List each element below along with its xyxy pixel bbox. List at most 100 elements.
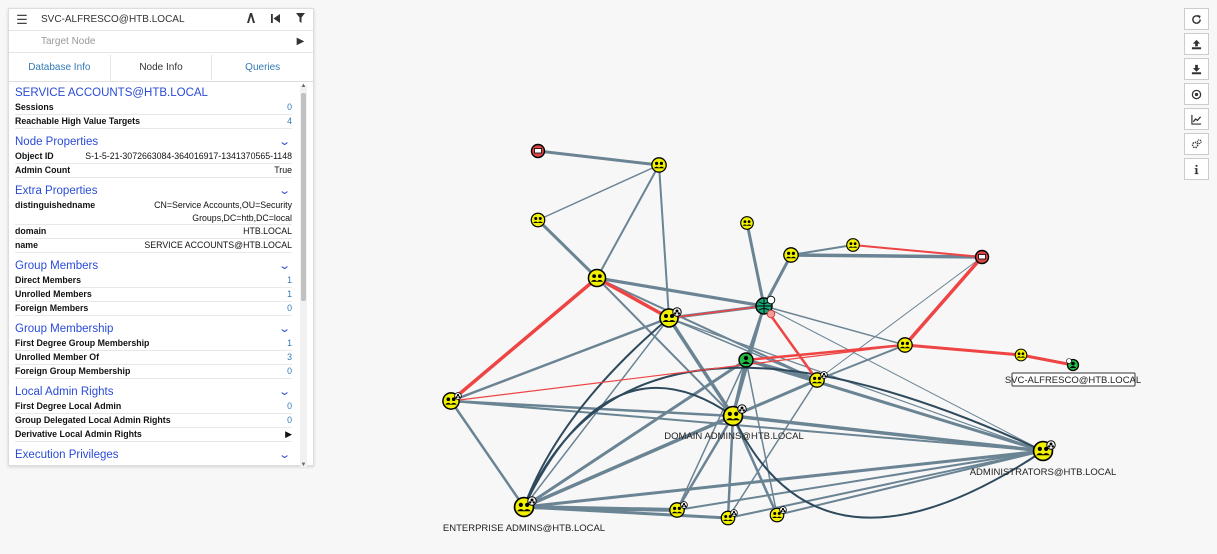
- tab-node-info[interactable]: Node Info: [110, 55, 213, 81]
- section-local-admin-rights[interactable]: Local Admin Rights ⌄: [15, 385, 292, 399]
- info-key: Foreign Group Membership: [15, 366, 131, 376]
- info-key: Foreign Members: [15, 303, 89, 313]
- info-value[interactable]: 0: [287, 102, 292, 112]
- info-key: Object ID: [15, 151, 54, 161]
- start-node-input[interactable]: SVC-ALFRESCO@HTB.LOCAL: [41, 13, 185, 25]
- play-icon[interactable]: ▶: [285, 429, 292, 439]
- domain-node[interactable]: [755, 295, 776, 319]
- section-title: Node Properties: [15, 135, 99, 148]
- graph-nodes[interactable]: [442, 143, 1080, 526]
- administrators-label: ADMINISTRATORS@HTB.LOCAL: [970, 467, 1117, 478]
- filter-icon[interactable]: [288, 13, 313, 26]
- chevron-down-icon[interactable]: ⌄: [277, 449, 291, 461]
- info-value[interactable]: 1: [287, 275, 292, 285]
- info-key: Admin Count: [15, 165, 71, 175]
- info-row: Foreign Group Membership 0: [15, 365, 292, 379]
- group-badge-icon: [672, 307, 682, 317]
- scroll-down-icon[interactable]: ▼: [300, 462, 307, 468]
- group-node[interactable]: [846, 238, 860, 252]
- scroll-up-icon[interactable]: ▲: [300, 83, 307, 89]
- section-extra-properties[interactable]: Extra Properties ⌄: [15, 184, 292, 198]
- info-value[interactable]: 4: [287, 116, 292, 126]
- domain-admins-label: DOMAIN ADMINS@HTB.LOCAL: [664, 431, 804, 442]
- section-title: Execution Privileges: [15, 448, 119, 461]
- upload-icon: [1191, 39, 1202, 49]
- group-node[interactable]: [783, 247, 799, 263]
- info-value[interactable]: 0: [287, 366, 292, 376]
- chevron-down-icon[interactable]: ⌄: [277, 323, 291, 335]
- upload-button[interactable]: [1184, 33, 1209, 55]
- play-icon[interactable]: ▶: [296, 36, 305, 47]
- computer-node[interactable]: [974, 249, 990, 265]
- pathfinding-icon[interactable]: [238, 13, 263, 26]
- computer-node[interactable]: [530, 143, 546, 159]
- info-value[interactable]: 0: [287, 401, 292, 411]
- chevron-down-icon[interactable]: ⌄: [277, 136, 291, 148]
- start-node-row: ☰ SVC-ALFRESCO@HTB.LOCAL: [9, 9, 313, 31]
- info-key: distinguishedname: [15, 200, 96, 210]
- info-row: First Degree Group Membership 1: [15, 337, 292, 351]
- target-node-input[interactable]: Target Node: [41, 35, 96, 47]
- info-row: Reachable High Value Targets 4: [15, 115, 292, 129]
- tab-queries[interactable]: Queries: [245, 62, 281, 73]
- info-row: Object ID S-1-5-21-3072663084-364016917-…: [15, 150, 292, 164]
- group-node[interactable]: [1014, 348, 1028, 362]
- user-node[interactable]: [738, 352, 754, 368]
- section-title: Group Members: [15, 259, 99, 272]
- group-badge-icon: [454, 392, 462, 400]
- node-info-panel: ☰ SVC-ALFRESCO@HTB.LOCAL Target Node ▶ D…: [8, 8, 314, 468]
- enterprise-admins-label: ENTERPRISE ADMINS@HTB.LOCAL: [443, 523, 605, 534]
- section-title: Extra Properties: [15, 184, 98, 197]
- info-button[interactable]: [1184, 158, 1209, 180]
- info-row: Foreign Members 0: [15, 302, 292, 316]
- info-value[interactable]: 0: [287, 303, 292, 313]
- info-row: Unrolled Member Of 3: [15, 351, 292, 365]
- menu-icon[interactable]: ☰: [16, 11, 28, 27]
- panel-tabs: Database Info Node Info Queries: [9, 55, 313, 82]
- group-node[interactable]: [651, 157, 667, 173]
- info-value[interactable]: 1: [287, 338, 292, 348]
- info-row: domain HTB.LOCAL: [15, 225, 292, 239]
- group-node[interactable]: [897, 337, 913, 353]
- info-key: First Degree Group Membership: [15, 338, 150, 348]
- group-badge-icon: [527, 496, 537, 506]
- info-value: S-1-5-21-3072663084-364016917-1341370565…: [85, 151, 292, 161]
- stats-button[interactable]: [1184, 108, 1209, 130]
- info-key: Sessions: [15, 102, 54, 112]
- group-badge-icon: [737, 404, 747, 414]
- chevron-down-icon[interactable]: ⌄: [277, 185, 291, 197]
- info-value[interactable]: 1: [287, 289, 292, 299]
- info-value: CN=Service Accounts,OU=Security Groups,D…: [154, 200, 292, 223]
- group-node[interactable]: [740, 216, 754, 230]
- section-execution-privileges[interactable]: Execution Privileges ⌄: [15, 448, 292, 462]
- info-value[interactable]: 0: [287, 415, 292, 425]
- group-node[interactable]: [587, 268, 607, 288]
- section-group-members[interactable]: Group Members ⌄: [15, 259, 292, 273]
- section-title: Local Admin Rights: [15, 385, 114, 398]
- tab-database-info[interactable]: Database Info: [9, 55, 111, 81]
- group-node[interactable]: [530, 212, 546, 228]
- chevron-down-icon[interactable]: ⌄: [277, 260, 291, 272]
- scroll-thumb[interactable]: [301, 93, 306, 301]
- svc-alfresco-node[interactable]: [1066, 358, 1080, 372]
- download-button[interactable]: [1184, 58, 1209, 80]
- section-node-properties[interactable]: Node Properties ⌄: [15, 135, 292, 149]
- info-key: Direct Members: [15, 275, 82, 285]
- center-button[interactable]: [1184, 83, 1209, 105]
- info-key: Unrolled Member Of: [15, 352, 100, 362]
- section-title: Group Membership: [15, 322, 114, 335]
- info-row: Derivative Local Admin Rights ▶: [15, 428, 292, 442]
- group-badge-icon: [1046, 440, 1056, 450]
- info-value[interactable]: 3: [287, 352, 292, 362]
- refresh-button[interactable]: [1184, 8, 1209, 30]
- panel-scrollbar[interactable]: ▲ ▼: [300, 83, 307, 468]
- chevron-down-icon[interactable]: ⌄: [277, 386, 291, 398]
- info-row: Group Delegated Local Admin Rights 0: [15, 414, 292, 428]
- settings-button[interactable]: [1184, 133, 1209, 155]
- section-group-membership[interactable]: Group Membership ⌄: [15, 322, 292, 336]
- info-value: SERVICE ACCOUNTS@HTB.LOCAL: [144, 240, 292, 250]
- back-icon[interactable]: [263, 13, 288, 26]
- download-icon: [1191, 64, 1202, 74]
- node-title: SERVICE ACCOUNTS@HTB.LOCAL: [15, 87, 208, 99]
